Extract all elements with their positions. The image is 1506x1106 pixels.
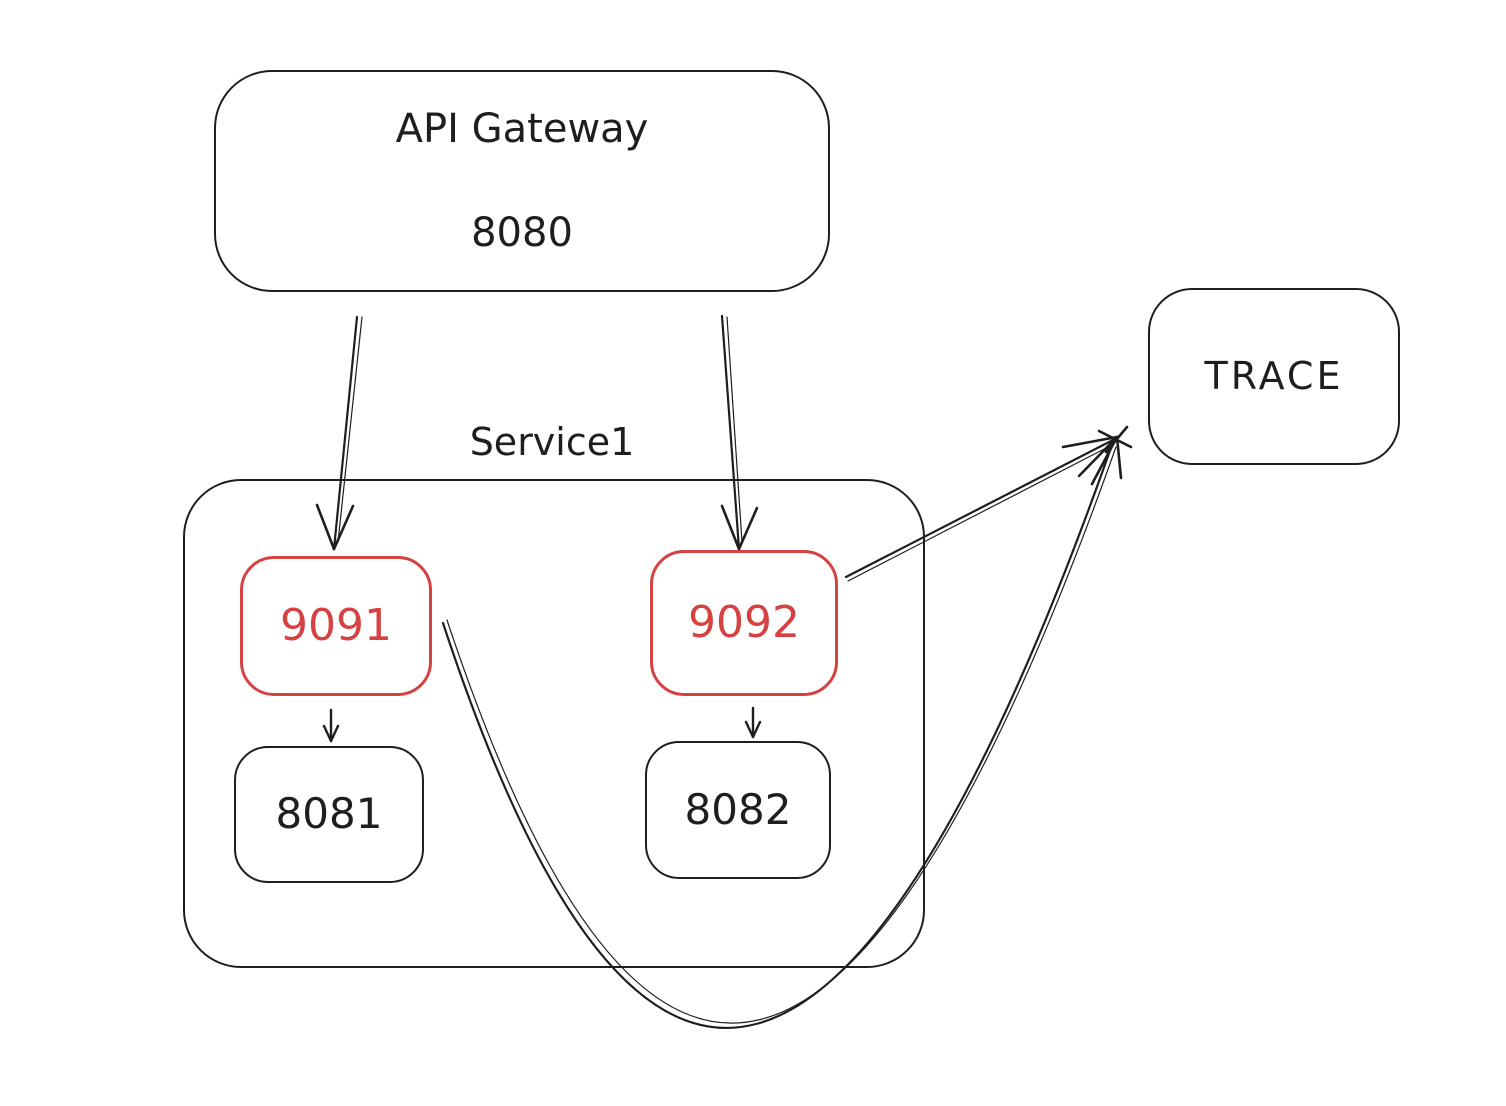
port-8081-label: 8081 xyxy=(275,789,383,839)
edge-9091-to-trace xyxy=(441,440,1117,1029)
port-8082-node: 8082 xyxy=(645,741,831,879)
api-gateway-label: API Gateway 8080 xyxy=(396,51,649,311)
port-8081-node: 8081 xyxy=(234,746,424,883)
port-9091-label: 9091 xyxy=(280,600,392,652)
edge-gateway-to-9092 xyxy=(720,314,759,551)
port-8082-label: 8082 xyxy=(684,784,792,834)
edge-9091-to-8081 xyxy=(322,708,340,743)
edge-gateway-to-9091 xyxy=(315,315,363,551)
trace-label: TRACE xyxy=(1204,353,1344,398)
trace-node: TRACE xyxy=(1148,288,1400,465)
port-9092-label: 9092 xyxy=(688,597,800,649)
api-gateway-title: API Gateway xyxy=(395,106,649,152)
port-9092-node: 9092 xyxy=(650,550,838,696)
arrowhead-trace-scribble xyxy=(1061,425,1133,486)
api-gateway-node: API Gateway 8080 xyxy=(214,70,830,292)
port-9091-node: 9091 xyxy=(240,556,432,696)
edge-9092-to-trace xyxy=(844,438,1115,582)
api-gateway-port: 8080 xyxy=(471,210,573,256)
service1-group-label: Service1 xyxy=(469,420,635,464)
service1-group-container xyxy=(183,479,925,968)
edge-9092-to-8082 xyxy=(744,706,762,739)
